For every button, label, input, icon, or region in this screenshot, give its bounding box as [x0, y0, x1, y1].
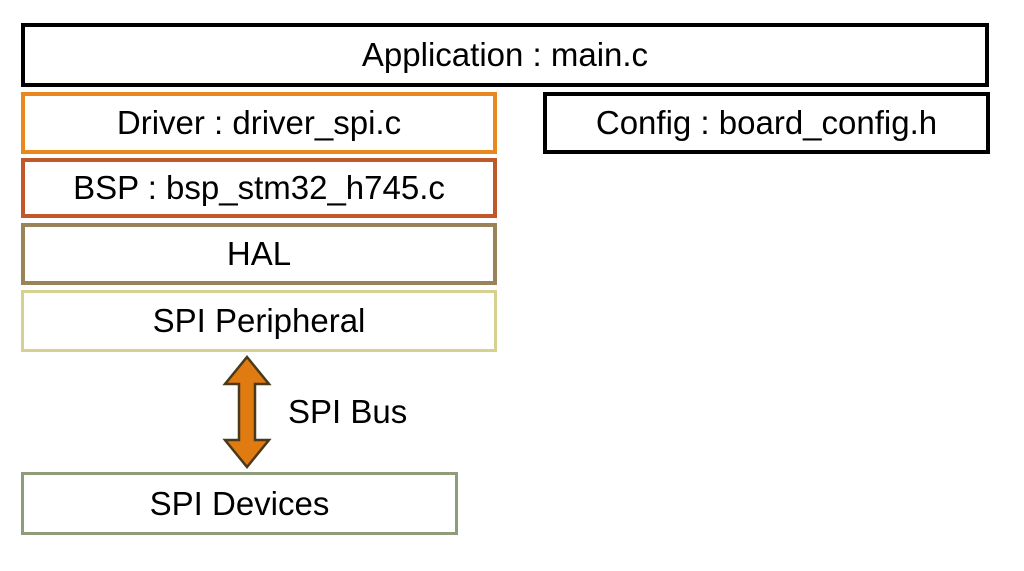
config-layer: Config : board_config.h	[543, 92, 990, 154]
spi-devices-layer: SPI Devices	[21, 472, 458, 535]
double-arrow-icon	[222, 355, 272, 469]
spi-peripheral-layer: SPI Peripheral	[21, 290, 497, 352]
driver-layer: Driver : driver_spi.c	[21, 92, 497, 154]
hal-layer: HAL	[21, 223, 497, 285]
hal-label: HAL	[226, 235, 292, 272]
bsp-label: BSP : bsp_stm32_h745.c	[73, 169, 445, 206]
application-label: Application : main.c	[361, 36, 649, 73]
spi-devices-label: SPI Devices	[149, 484, 330, 522]
config-label: Config : board_config.h	[595, 104, 938, 141]
driver-label: Driver : driver_spi.c	[116, 104, 402, 141]
bus-arrow-shape	[222, 355, 272, 469]
spi-bus-label: SPI Bus	[288, 393, 408, 430]
bsp-layer: BSP : bsp_stm32_h745.c	[21, 158, 497, 218]
spi-peripheral-label: SPI Peripheral	[152, 302, 366, 339]
application-layer: Application : main.c	[21, 23, 989, 87]
